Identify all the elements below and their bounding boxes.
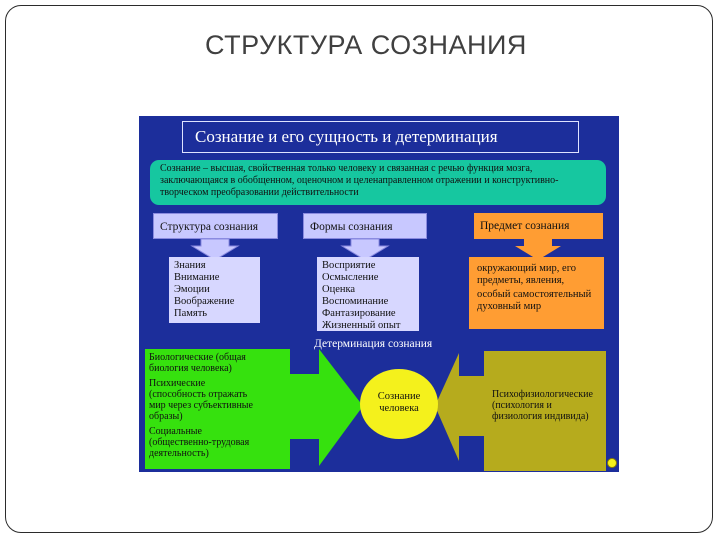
list-item: Эмоции xyxy=(174,284,210,295)
arrow-left-factors xyxy=(289,349,363,466)
structure-list: Знания Внимание Эмоции Воображение Памят… xyxy=(169,257,260,323)
slide-frame xyxy=(5,5,713,533)
list-item: окружающий мир, его предметы, явления, xyxy=(477,263,577,286)
forms-label: Формы сознания xyxy=(303,213,427,239)
right-factors-box: Психофизиологические (психология и физио… xyxy=(484,351,606,471)
list-item: Осмысление xyxy=(322,272,379,283)
forms-list: Восприятие Осмысление Оценка Воспоминани… xyxy=(317,257,419,331)
definition-box: Сознание – высшая, свойственная только ч… xyxy=(150,160,606,205)
arrow-subject xyxy=(515,239,561,260)
smiley-icon xyxy=(607,458,617,468)
arrows-layer xyxy=(190,238,561,466)
left-factors-box: Биологические (общая биология человека) … xyxy=(145,349,290,469)
list-item: Жизненный опыт xyxy=(322,320,401,331)
arrow-right-factors xyxy=(435,353,487,461)
list-item: Память xyxy=(174,308,208,319)
list-item: Восприятие xyxy=(322,260,376,271)
list-item: Фантазирование xyxy=(322,308,396,319)
diagram-header: Сознание и его сущность и детерминация xyxy=(182,121,579,153)
list-item: Знания xyxy=(174,260,206,271)
structure-label: Структура сознания xyxy=(153,213,278,239)
arrow-structure xyxy=(190,238,240,261)
factor-social: Социальные (общественно-трудовая деятель… xyxy=(149,426,250,459)
center-circle: Сознание человека xyxy=(360,369,438,439)
determination-label: Детерминация сознания xyxy=(314,338,433,350)
slide-title: СТРУКТУРА СОЗНАНИЯ xyxy=(205,30,527,60)
list-item: особый самостоятельный духовный мир xyxy=(477,289,592,312)
factor-biological: Биологические (общая биология человека) xyxy=(149,352,246,374)
subject-label: Предмет сознания xyxy=(474,213,603,239)
subject-list: окружающий мир, его предметы, явления, о… xyxy=(469,257,604,329)
factor-psychic: Психические (способность отражать мир че… xyxy=(149,378,253,422)
list-item: Внимание xyxy=(174,272,220,283)
list-item: Воображение xyxy=(174,296,235,307)
list-item: Оценка xyxy=(322,284,356,295)
arrow-forms xyxy=(340,238,390,261)
list-item: Воспоминание xyxy=(322,296,389,307)
diagram-panel: Сознание и его сущность и детерминация С… xyxy=(139,116,619,472)
